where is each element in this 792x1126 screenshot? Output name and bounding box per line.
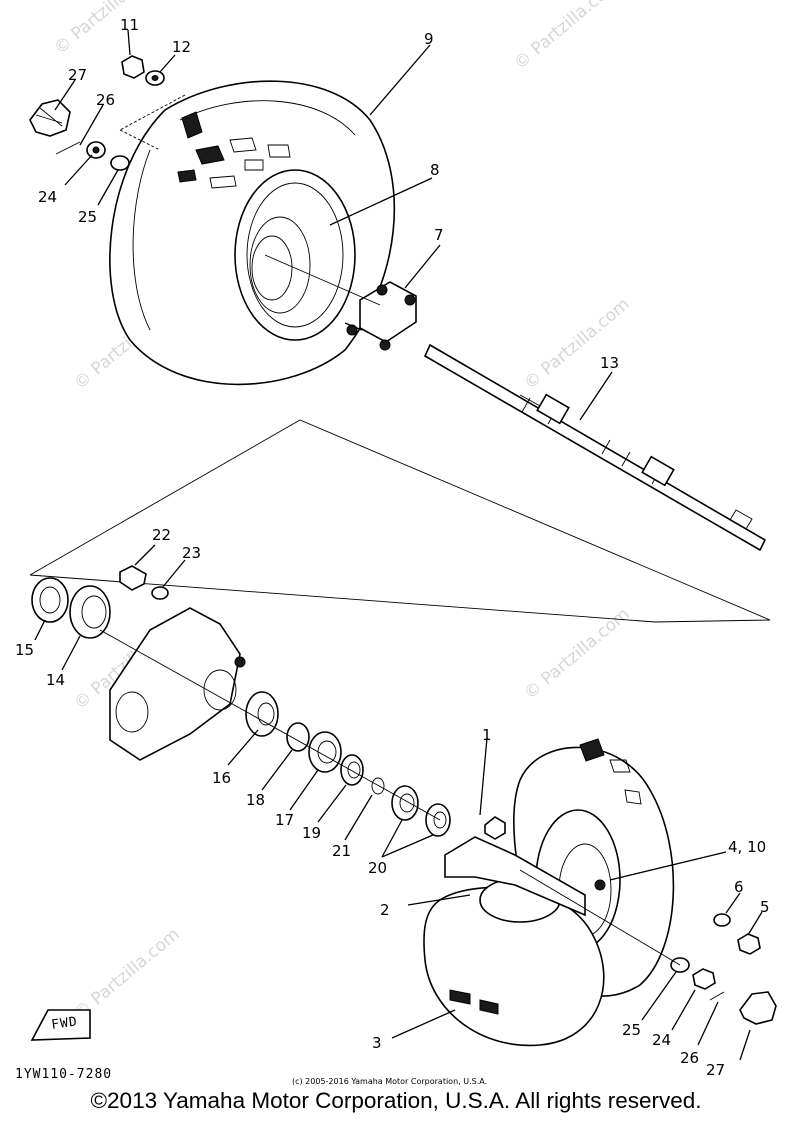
lower-wheel-assembly	[423, 738, 777, 1047]
callout-21: 21	[332, 842, 351, 860]
fwd-label: FWD	[50, 1014, 78, 1033]
callout-23: 23	[182, 544, 201, 562]
fine-print: (c) 2005-2016 Yamaha Motor Corporation, …	[292, 1077, 487, 1086]
callout-24-top: 24	[38, 188, 57, 206]
leader-lines	[34, 29, 763, 1061]
callout-16: 16	[212, 769, 231, 787]
callout-27-bot: 27	[706, 1061, 725, 1079]
assembly-outline	[29, 419, 771, 623]
callout-25-bot: 25	[622, 1021, 641, 1039]
callout-3: 3	[372, 1034, 382, 1052]
callout-26-top: 26	[96, 91, 115, 109]
callout-6: 6	[734, 878, 744, 896]
watermark: © Partzilla.com	[70, 924, 183, 1024]
callout-2: 2	[380, 901, 390, 919]
callout-24-bot: 24	[652, 1031, 671, 1049]
diagram-code: 1YW110-7280	[15, 1067, 112, 1082]
callout-26-bot: 26	[680, 1049, 699, 1067]
rim-top	[234, 169, 356, 341]
copyright-notice: ©2013 Yamaha Motor Corporation, U.S.A. A…	[90, 1088, 702, 1113]
callout-12: 12	[172, 38, 191, 56]
callout-14: 14	[46, 671, 65, 689]
watermark: © Partzilla.com	[510, 0, 623, 74]
callout-19: 19	[302, 824, 321, 842]
lower-housing-assembly	[31, 565, 451, 837]
top-fasteners	[29, 55, 186, 171]
callout-20: 20	[368, 859, 387, 877]
axle	[423, 343, 767, 552]
hub-top	[359, 281, 417, 343]
housing	[109, 607, 241, 761]
callout-9: 9	[424, 30, 434, 48]
callout-7: 7	[434, 226, 444, 244]
callout-labels: 11 12 27 26 24 25 9 8 7 13 22 23 15 14 1…	[15, 16, 770, 1079]
watermark: © Partzilla.com	[520, 294, 633, 394]
callout-25-top: 25	[78, 208, 97, 226]
top-wheel-assembly	[109, 80, 767, 552]
callout-18: 18	[246, 791, 265, 809]
callout-8: 8	[430, 161, 440, 179]
callout-5: 5	[760, 898, 770, 916]
fwd-arrow: FWD	[30, 1009, 91, 1041]
callout-13: 13	[600, 354, 619, 372]
watermark: © Partzilla.com	[50, 0, 163, 59]
callout-15: 15	[15, 641, 34, 659]
callout-22: 22	[152, 526, 171, 544]
callout-27-top: 27	[68, 66, 87, 84]
callout-11: 11	[120, 16, 139, 34]
callout-1: 1	[482, 726, 492, 744]
callout-17: 17	[275, 811, 294, 829]
callout-4-10: 4, 10	[728, 838, 766, 856]
